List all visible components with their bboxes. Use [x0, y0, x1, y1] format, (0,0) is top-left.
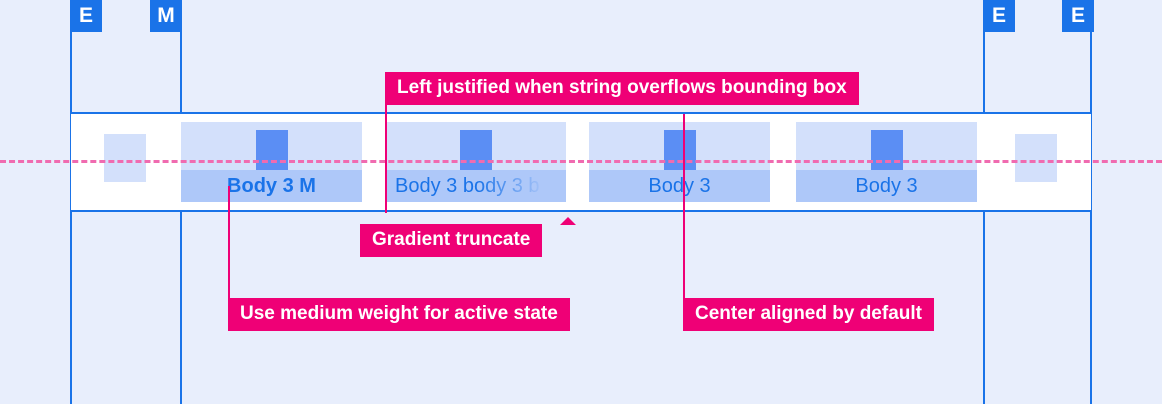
annotation-text: Gradient truncate: [372, 229, 531, 250]
callout-pointer-icon: [560, 217, 576, 225]
tab-item-label: Body 3: [855, 174, 918, 197]
guide-badge-e-left-outer: E: [70, 0, 102, 32]
annotation-left-justified: Left justified when string overflows bou…: [385, 72, 859, 105]
square-icon: [459, 130, 492, 170]
annotation-text: Center aligned by default: [695, 303, 922, 324]
annotation-medium-weight: Use medium weight for active state: [228, 298, 570, 331]
tab-label-band: Body 3: [589, 170, 770, 202]
annotation-center-aligned: Center aligned by default: [683, 298, 934, 331]
tab-item-label: Body 3 body 3 b: [395, 174, 540, 197]
tab-label-band: Body 3: [796, 170, 977, 202]
square-icon: [870, 130, 903, 170]
square-icon: [255, 130, 288, 170]
annotation-text: Left justified when string overflows bou…: [397, 77, 847, 98]
tab-label-band: Body 3 M: [181, 170, 362, 202]
square-icon: [663, 130, 696, 170]
vertical-center-guide: [0, 160, 1162, 163]
annotation-text: Use medium weight for active state: [240, 303, 558, 324]
end-cap-left-placeholder: [104, 134, 146, 182]
tab-item-label: Body 3: [648, 174, 711, 197]
annotation-gradient-truncate: Gradient truncate: [360, 217, 576, 257]
leader-line-left-justified: [385, 78, 387, 213]
leader-line-center-aligned: [683, 114, 685, 298]
leader-line-medium-weight: [228, 186, 230, 298]
guide-badge-e-right-outer: E: [1062, 0, 1094, 32]
guide-badge-m-left-inner: M: [150, 0, 182, 32]
tab-item-label: Body 3 M: [227, 174, 316, 197]
guide-line-right-outer: [1090, 0, 1092, 404]
tab-label-band: Body 3 body 3 b: [385, 170, 566, 202]
end-cap-right-placeholder: [1015, 134, 1057, 182]
guide-badge-e-right-inner: E: [983, 0, 1015, 32]
